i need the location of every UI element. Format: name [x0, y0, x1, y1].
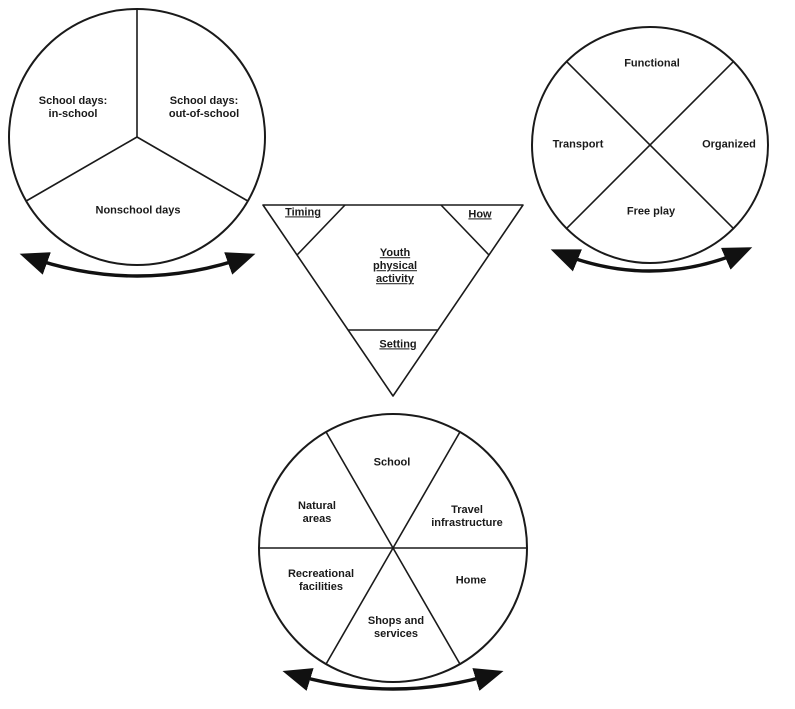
- center-triangle: [262, 204, 524, 397]
- timing-sector-label-in-school: School days: in-school: [38, 94, 108, 120]
- how-sector-label-functional: Functional: [624, 57, 680, 70]
- setting-sector-label-home: Home: [455, 574, 487, 587]
- timing-cycle-arrow-icon: [19, 252, 256, 278]
- setting-sector-label-travel-infrastructure: Travel infrastructure: [431, 503, 503, 529]
- how-sector-label-transport: Transport: [552, 138, 604, 151]
- setting-sector-divider: [325, 431, 461, 665]
- timing-sector-divider: [25, 136, 138, 202]
- setting-sector-label-natural-areas: Natural areas: [298, 499, 336, 525]
- how-sector-divider: [566, 61, 734, 229]
- setting-cycle-arrow-icon: [282, 668, 504, 691]
- triangle-corner-label-setting: Setting: [379, 338, 417, 351]
- setting-wheel: [258, 413, 528, 691]
- how-cycle-arrow-icon: [550, 247, 753, 273]
- center-triangle-outline: [262, 204, 524, 397]
- triangle-corner-label-how: How: [468, 208, 492, 221]
- timing-corner-divider: [296, 204, 346, 256]
- timing-wheel: [8, 8, 266, 278]
- setting-sector-label-school: School: [373, 456, 411, 469]
- triangle-corner-label-timing: Timing: [285, 206, 321, 219]
- setting-sector-label-recreational-facilities: Recreational facilities: [287, 567, 355, 593]
- how-wheel: [531, 26, 769, 273]
- timing-sector-label-nonschool: Nonschool days: [95, 204, 181, 217]
- how-corner-divider: [440, 204, 490, 256]
- setting-sector-label-shops-and-services: Shops and services: [367, 614, 425, 640]
- triangle-center-title: Youth physical activity: [372, 247, 418, 286]
- timing-sector-label-out-of-school: School days: out-of-school: [168, 94, 240, 120]
- how-sector-label-organized: Organized: [702, 138, 756, 151]
- timing-sector-divider: [136, 136, 249, 202]
- how-sector-label-free-play: Free play: [626, 205, 676, 218]
